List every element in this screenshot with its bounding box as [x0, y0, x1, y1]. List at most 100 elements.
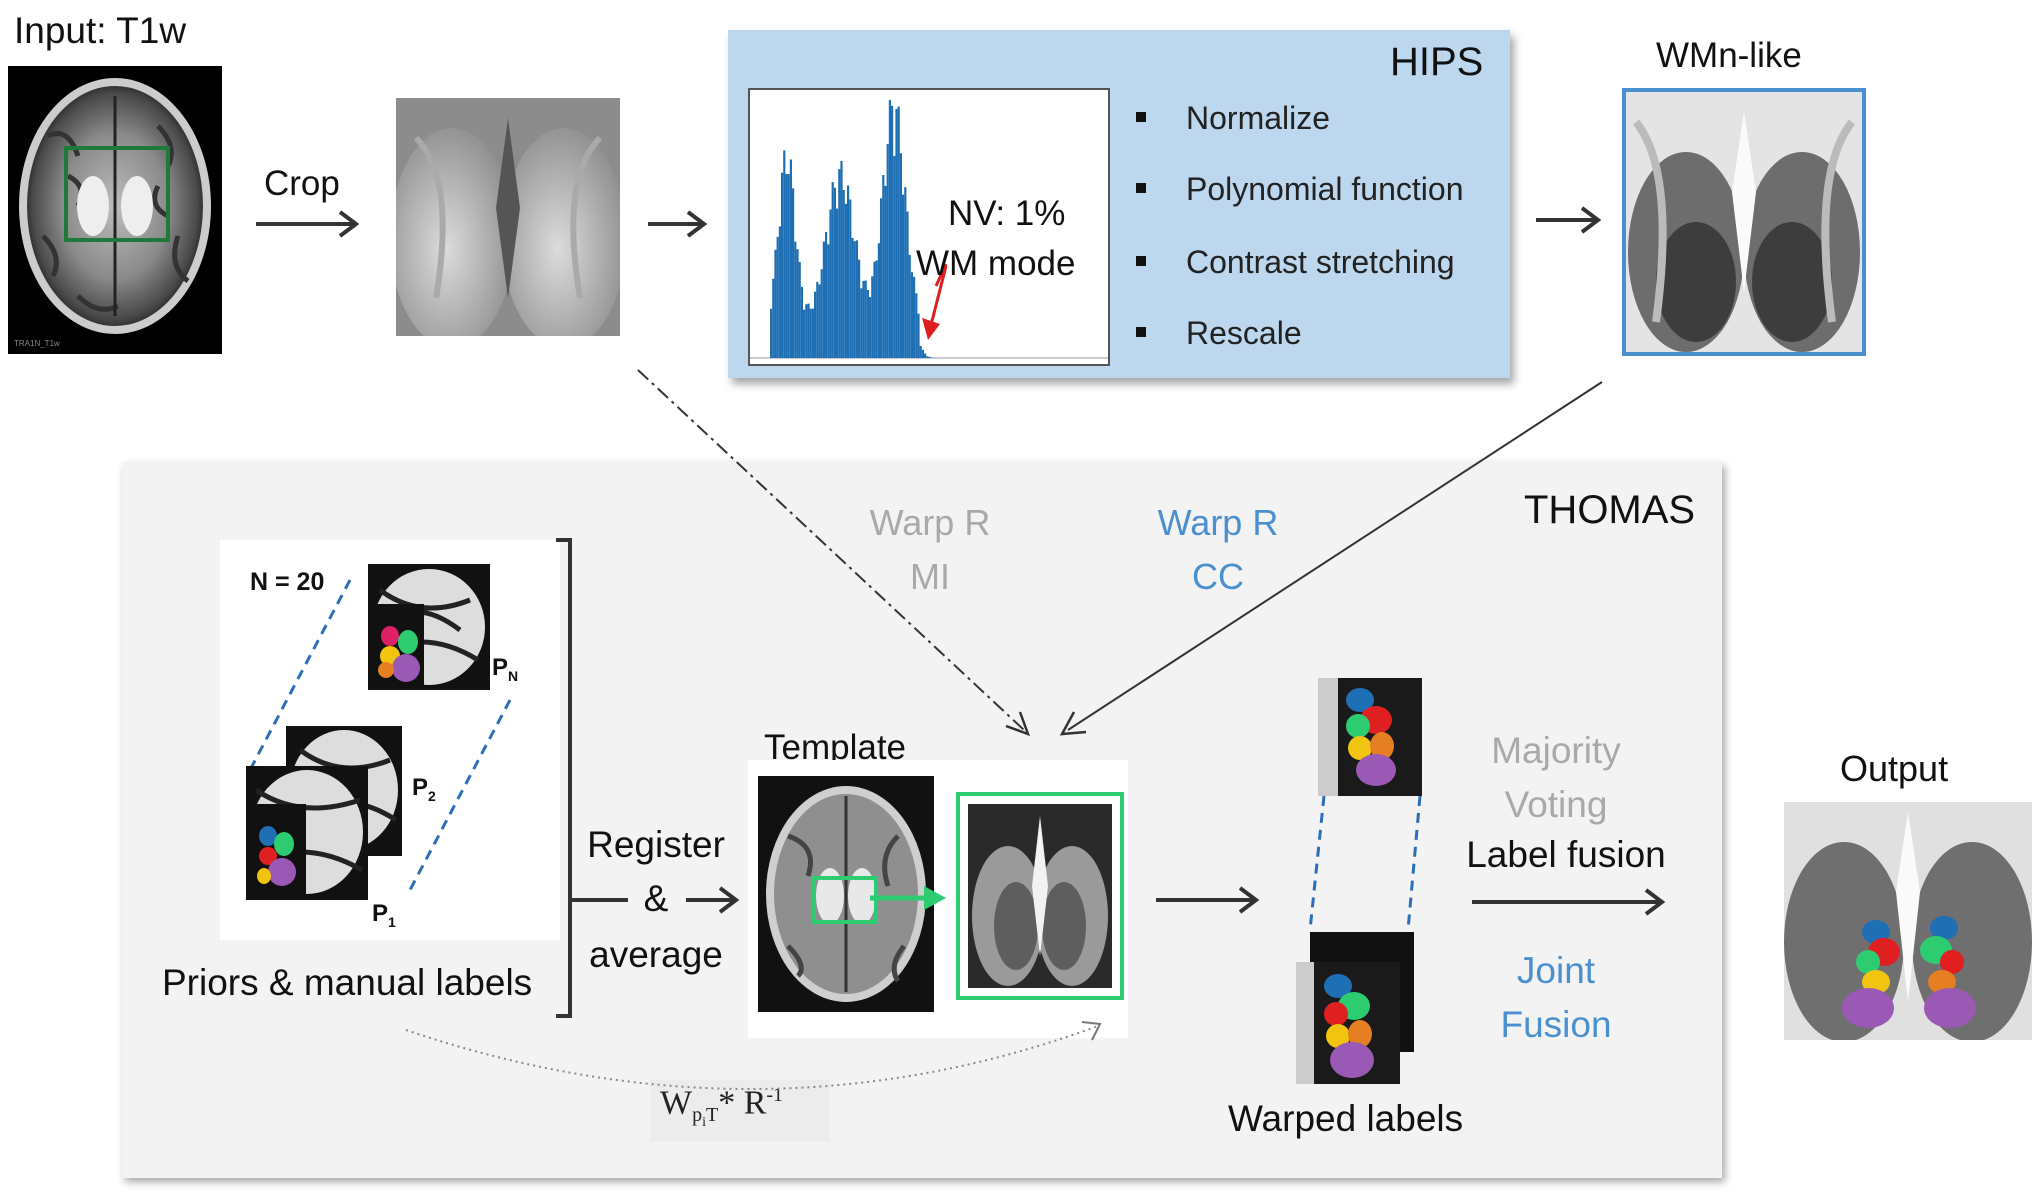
- histogram-bar: [833, 187, 836, 358]
- histogram-bar: [849, 199, 852, 358]
- histogram-bar: [816, 281, 819, 358]
- crop-label: Crop: [264, 164, 340, 203]
- histogram-bar: [827, 244, 830, 358]
- histogram-bar: [825, 232, 828, 358]
- histogram-bar: [928, 356, 931, 358]
- step-polynomial: Polynomial function: [1186, 171, 1464, 207]
- hips-title: HIPS: [1390, 40, 1484, 84]
- histogram-bar: [913, 276, 916, 358]
- arrow-inverse-warp: [405, 1021, 1102, 1090]
- histogram-bar: [774, 249, 777, 358]
- template-zoom-arrow: [870, 886, 946, 910]
- histogram-bar: [924, 353, 927, 358]
- histogram-bar: [783, 150, 786, 358]
- cropped-image: [396, 98, 620, 336]
- histogram-bar: [851, 237, 854, 358]
- histogram-bar: [869, 297, 872, 358]
- priors-caption: Priors & manual labels: [162, 962, 533, 1003]
- warp-formula-bg: [650, 1080, 830, 1142]
- histogram-bar: [904, 187, 907, 358]
- histogram-bar: [908, 255, 911, 358]
- histogram-bar: [895, 108, 898, 359]
- register-text-3: average: [589, 934, 723, 975]
- step-contrast: Contrast stretching: [1186, 244, 1455, 280]
- arrow-to-output: [1472, 888, 1666, 916]
- histogram-bar: [873, 261, 876, 358]
- label-fusion-text: Label fusion: [1466, 834, 1666, 875]
- histogram-bar: [836, 208, 839, 358]
- histogram-bar: [778, 226, 781, 358]
- output-label: Output: [1840, 748, 1949, 789]
- crop-region-box: [64, 146, 170, 242]
- priors-diagram: [246, 564, 512, 900]
- svg-text:TRA1N_T1w: TRA1N_T1w: [14, 339, 60, 348]
- histogram-bar: [902, 194, 905, 358]
- histogram-bar: [853, 241, 856, 358]
- template-axial-image: [758, 776, 934, 1012]
- warped-labels-caption: Warped labels: [1228, 1098, 1464, 1139]
- output-image: [1784, 802, 2032, 1040]
- prior-p1-image: [246, 766, 368, 900]
- histogram-bar: [807, 303, 810, 358]
- histogram-bar: [917, 313, 920, 358]
- warped-label-top: [1318, 678, 1422, 796]
- wmn-label: WMn-like: [1656, 36, 1802, 75]
- histogram-bar: [880, 198, 883, 358]
- histogram-bar: [875, 260, 878, 358]
- histogram-bar: [770, 308, 773, 358]
- histogram-bar: [891, 105, 894, 359]
- step-rescale: Rescale: [1186, 315, 1302, 351]
- histogram-bar: [877, 243, 880, 358]
- register-text-2: &: [643, 878, 669, 919]
- histogram-bar: [847, 185, 850, 358]
- warp-cc-text-2: CC: [1192, 556, 1244, 597]
- histogram-bar: [785, 174, 788, 358]
- histogram-bar: [844, 203, 847, 358]
- histogram-bar: [822, 241, 825, 358]
- warp-mi-text-1: Warp R: [869, 502, 991, 543]
- arrow-register: [572, 886, 740, 914]
- histogram-bar: [871, 276, 874, 358]
- wm-mode-arrow-head: [922, 318, 940, 340]
- warp-mi-text-2: MI: [910, 556, 950, 597]
- arrow-crop: [256, 210, 360, 238]
- step-bullet: [1136, 183, 1146, 193]
- intensity-histogram: [748, 88, 1110, 366]
- histogram-bar: [776, 236, 779, 358]
- arrow-to-wmn: [1536, 206, 1602, 234]
- histogram-bar: [781, 172, 784, 358]
- histogram-bars: [770, 100, 938, 359]
- histogram-bar: [809, 308, 812, 358]
- prior-pn-image: [368, 564, 490, 690]
- histogram-bar: [794, 241, 797, 358]
- histogram-bar: [862, 280, 865, 358]
- priors-count: N = 20: [250, 568, 325, 596]
- register-text-1: Register: [587, 824, 725, 865]
- histogram-bar: [910, 272, 913, 358]
- arrow-to-warped: [1156, 886, 1260, 914]
- wm-mode-annotation: WM mode: [916, 244, 1076, 283]
- histogram-bar: [829, 209, 832, 358]
- step-normalize: Normalize: [1186, 100, 1331, 136]
- prior-p2-label: P2: [412, 774, 436, 804]
- histogram-bar: [772, 278, 775, 358]
- histogram-bar: [921, 349, 924, 358]
- step-bullet: [1136, 327, 1146, 337]
- joint-fusion-text-1: Joint: [1516, 950, 1596, 991]
- histogram-bar: [820, 269, 823, 358]
- histogram-bar: [798, 262, 801, 358]
- majority-voting-text-2: Voting: [1504, 784, 1608, 825]
- histogram-bar: [789, 159, 792, 358]
- histogram-bar: [899, 153, 902, 358]
- histogram-bar: [787, 174, 790, 358]
- arrow-to-hips: [648, 210, 708, 238]
- histogram-bar: [803, 309, 806, 358]
- warped-label-front: [1296, 962, 1400, 1084]
- majority-voting-text-1: Majority: [1491, 730, 1621, 771]
- histogram-bar: [906, 211, 909, 358]
- histogram-bar: [858, 259, 861, 358]
- prior-p1-label: P1: [372, 900, 396, 930]
- warped-labels-dashes: [1308, 795, 1422, 931]
- histogram-bar: [860, 288, 863, 358]
- arrow-warp-cc: [1059, 381, 1603, 736]
